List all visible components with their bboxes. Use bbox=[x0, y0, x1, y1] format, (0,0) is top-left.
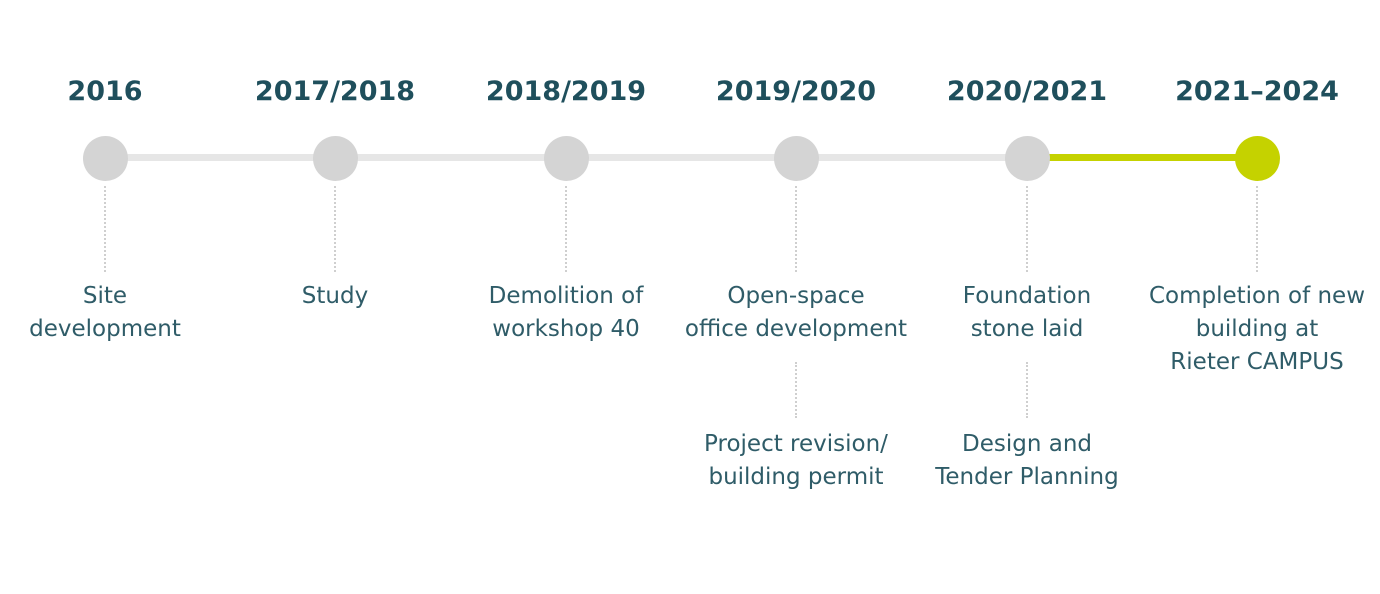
label-line: development bbox=[29, 316, 181, 342]
milestone-year: 2017/2018 bbox=[254, 76, 416, 107]
label-line: Foundation bbox=[962, 283, 1092, 309]
milestone-sub-connector bbox=[795, 362, 797, 418]
label-line: stone laid bbox=[970, 316, 1084, 342]
milestone-connector bbox=[795, 186, 797, 272]
milestone-sub-connector bbox=[1026, 362, 1028, 418]
timeline-track-current bbox=[1027, 154, 1257, 161]
milestone-label: Open-space office development bbox=[678, 280, 914, 346]
label-line: Rieter CAMPUS bbox=[1170, 349, 1344, 375]
milestone-connector bbox=[565, 186, 567, 272]
label-line: workshop 40 bbox=[492, 316, 640, 342]
label-line: building permit bbox=[708, 464, 884, 490]
milestone-connector bbox=[1026, 186, 1028, 272]
label-line: Study bbox=[301, 283, 369, 309]
label-line: Site bbox=[82, 283, 128, 309]
label-line: Project revision/ bbox=[704, 431, 888, 457]
milestone-node bbox=[82, 136, 128, 181]
label-line: building at bbox=[1195, 316, 1319, 342]
milestone-connector bbox=[104, 186, 106, 272]
milestone-year: 2016 bbox=[67, 76, 143, 107]
milestone-year: 2018/2019 bbox=[485, 76, 647, 107]
milestone-label: Study bbox=[217, 280, 453, 313]
milestone-node bbox=[773, 136, 819, 181]
milestone-node bbox=[1004, 136, 1050, 181]
milestone-sub-label: Project revision/building permit bbox=[678, 428, 914, 494]
label-line: office development bbox=[684, 316, 908, 342]
milestone-label: Completion of new building at Rieter CAMPU… bbox=[1139, 280, 1375, 379]
milestone-label: Site development bbox=[0, 280, 223, 346]
label-line: Demolition of bbox=[488, 283, 644, 309]
milestone-connector bbox=[334, 186, 336, 272]
label-line: Completion of new bbox=[1148, 283, 1366, 309]
label-line: Design and bbox=[962, 431, 1092, 457]
milestone-label: Demolition of workshop 40 bbox=[448, 280, 684, 346]
milestone-node-active bbox=[1234, 136, 1280, 181]
milestone-year: 2020/2021 bbox=[946, 76, 1108, 107]
milestone-node bbox=[543, 136, 589, 181]
label-line: Tender Planning bbox=[935, 464, 1119, 490]
milestone-label: Foundation stone laid bbox=[909, 280, 1145, 346]
milestone-connector bbox=[1256, 186, 1258, 272]
milestone-year: 2021–2024 bbox=[1175, 76, 1339, 107]
milestone-node bbox=[312, 136, 358, 181]
label-line: Open-space bbox=[727, 283, 865, 309]
milestone-year: 2019/2020 bbox=[715, 76, 877, 107]
